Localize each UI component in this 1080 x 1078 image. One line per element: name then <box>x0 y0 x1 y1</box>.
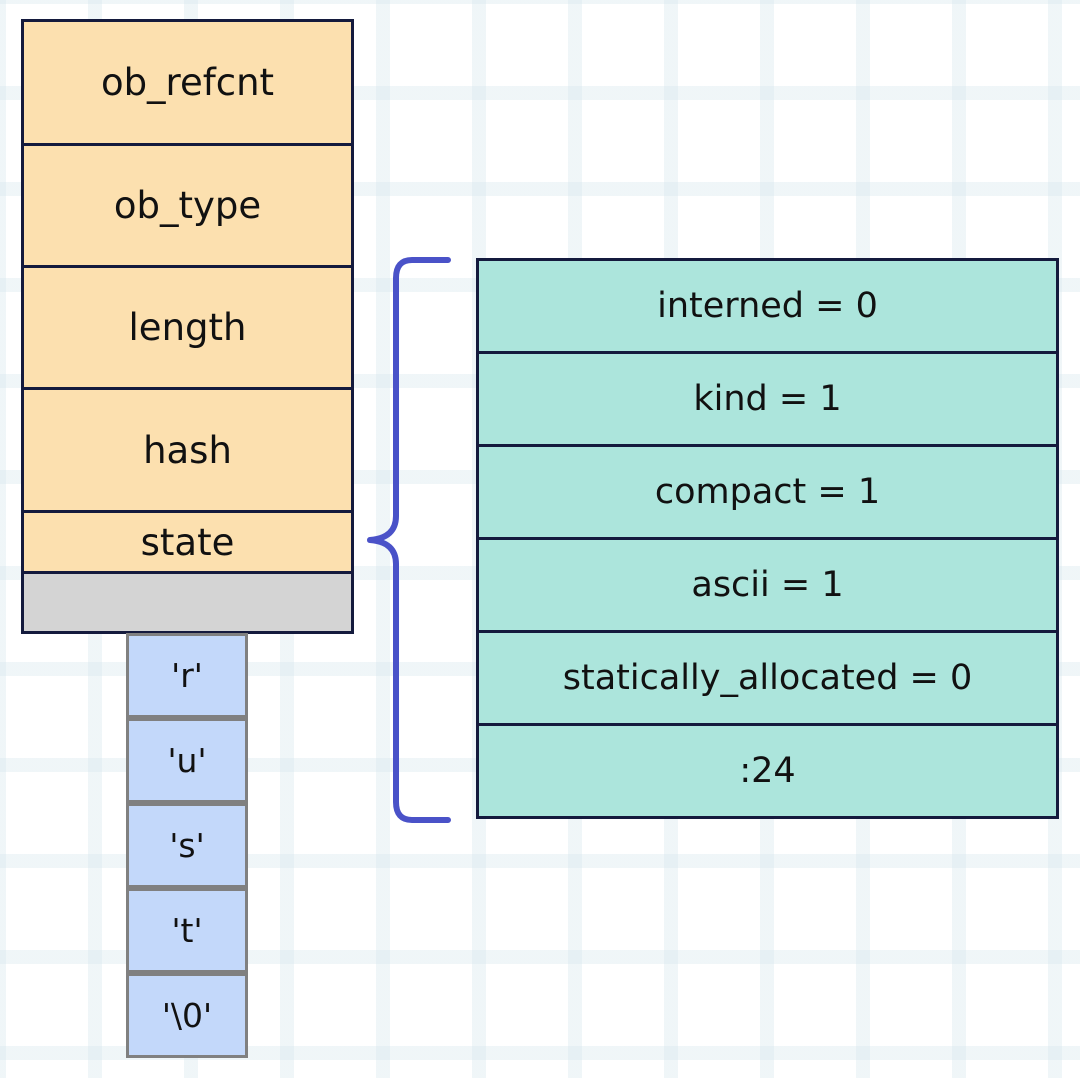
char-cell-label: 'r' <box>171 656 203 695</box>
struct-field-label: hash <box>143 428 232 472</box>
struct-field-label: ob_type <box>113 184 262 227</box>
state-bit-ascii: ascii = 1 <box>479 540 1056 633</box>
struct-field-hash: hash <box>24 390 351 513</box>
state-bit-label: kind = 1 <box>693 379 842 419</box>
char-cell: 't' <box>126 888 248 973</box>
struct-field-ob-refcnt: ob_refcnt <box>24 22 351 146</box>
state-bit-label: compact = 1 <box>654 472 881 512</box>
state-bit-label: ascii = 1 <box>691 565 844 605</box>
state-bit-reserved: :24 <box>479 726 1056 816</box>
struct-field-length: length <box>24 268 351 390</box>
state-bit-kind: kind = 1 <box>479 354 1056 447</box>
state-bit-label: interned = 0 <box>657 286 878 326</box>
state-bit-compact: compact = 1 <box>479 447 1056 540</box>
char-cell-label: 'u' <box>167 741 207 780</box>
state-bit-interned: interned = 0 <box>479 261 1056 354</box>
char-cell-label: '\0' <box>161 996 213 1035</box>
char-cell: 'u' <box>126 718 248 803</box>
struct-column: ob_refcnt ob_type length hash state <box>21 19 354 634</box>
struct-field-label: ob_refcnt <box>100 61 275 104</box>
char-cell: '\0' <box>126 973 248 1058</box>
state-bit-label: statically_allocated = 0 <box>562 658 973 698</box>
struct-field-label: length <box>128 306 247 349</box>
char-cell: 'r' <box>126 633 248 718</box>
state-bit-statically-allocated: statically_allocated = 0 <box>479 633 1056 726</box>
curly-brace-connector <box>367 257 451 823</box>
struct-field-ob-type: ob_type <box>24 146 351 268</box>
struct-field-label: state <box>140 520 235 564</box>
state-bits-panel: interned = 0 kind = 1 compact = 1 ascii … <box>476 258 1059 819</box>
char-cell-label: 't' <box>171 911 203 950</box>
struct-padding-block <box>24 574 351 631</box>
state-bit-label: :24 <box>739 751 796 791</box>
struct-field-state: state <box>24 513 351 574</box>
char-cell: 's' <box>126 803 248 888</box>
char-cell-label: 's' <box>169 826 205 865</box>
